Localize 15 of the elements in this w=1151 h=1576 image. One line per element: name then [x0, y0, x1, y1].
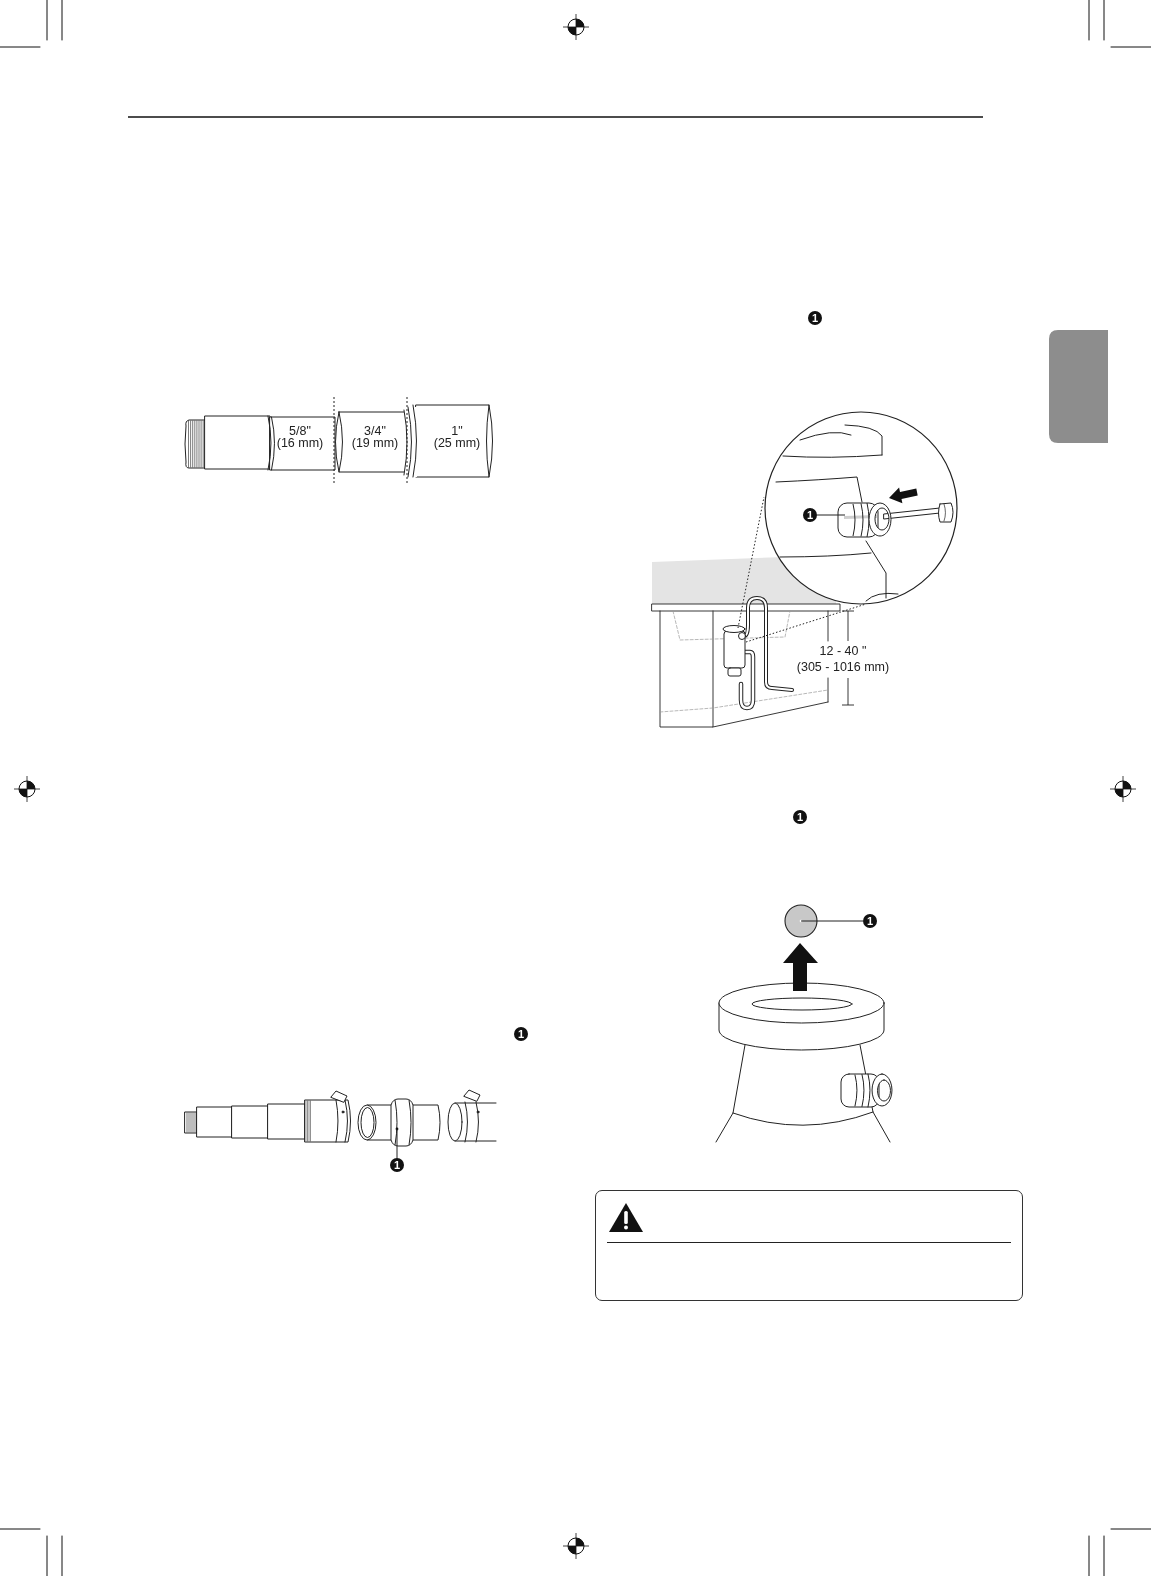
- callout-number: 1: [390, 1158, 404, 1172]
- callout-number: 1: [863, 914, 877, 928]
- callout-number: 1: [793, 810, 807, 824]
- callout-number: 1: [808, 311, 822, 325]
- leader-line: [396, 1128, 398, 1159]
- size-label: 5/8" (16 mm): [275, 426, 325, 449]
- leader-line: [800, 920, 864, 922]
- section-tab: [1049, 330, 1108, 443]
- inlet-fitting: [837, 500, 894, 540]
- size-label: 3/4" (19 mm): [350, 426, 400, 449]
- size-label: 1" (25 mm): [432, 426, 482, 449]
- callout-number: 1: [514, 1027, 528, 1041]
- leader-line: [816, 514, 846, 516]
- knockout-plug: [784, 904, 818, 938]
- hose-connector: [356, 1097, 443, 1148]
